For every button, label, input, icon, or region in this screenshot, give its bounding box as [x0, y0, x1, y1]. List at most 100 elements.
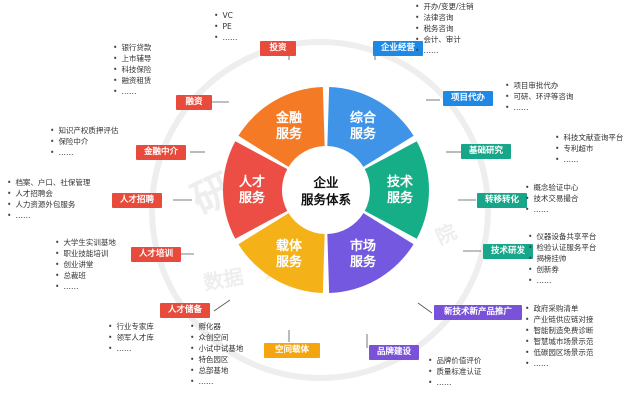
list-item: 大学生实训基地: [55, 237, 116, 248]
list-item: 孵化器: [190, 321, 243, 332]
tag-investment: 投资: [260, 41, 296, 56]
list-financing: 银行贷款 上市辅导 科技保险 融资租赁 ……: [113, 42, 151, 97]
list-item: 揭榜挂帅: [528, 253, 596, 264]
list-item: 保险中介: [50, 136, 118, 147]
list-item: ……: [505, 102, 573, 113]
list-item: ……: [50, 147, 118, 158]
list-item: ……: [525, 358, 593, 369]
list-item: ……: [528, 275, 596, 286]
list-item: 科技保险: [113, 64, 151, 75]
tag-talent-recruit: 人才招聘: [112, 193, 162, 208]
list-item: 法律咨询: [415, 12, 474, 23]
list-new-tech-promo: 政府采购清单 产业链供应链对接 智能制造免费诊断 智慧城市场景示范 低碳园区场景…: [525, 303, 593, 369]
list-investment: VC PE ……: [214, 10, 237, 43]
list-item: ……: [214, 32, 237, 43]
sector-finance-label: 金融: [275, 110, 302, 126]
list-tech-rd: 仪器设备共享平台 检验认证服务平台 揭榜挂帅 创新券 ……: [528, 231, 596, 286]
center-title: 企业: [312, 175, 339, 190]
sector-comprehensive: [327, 87, 414, 167]
list-item: 仪器设备共享平台: [528, 231, 596, 242]
tag-talent-reserve: 人才储备: [160, 303, 210, 318]
center-title: 服务体系: [301, 192, 352, 207]
list-item: 银行贷款: [113, 42, 151, 53]
list-item: 总部基地: [190, 365, 243, 376]
list-item: 质量标准认证: [428, 366, 481, 377]
tag-finance-intermediary: 金融中介: [136, 145, 186, 160]
sector-talent: [223, 141, 288, 239]
tag-talent-training: 人才培训: [131, 247, 181, 262]
sector-technology-label: 服务: [387, 190, 414, 206]
list-item: ……: [7, 210, 90, 221]
list-item: 产业链供应链对接: [525, 314, 593, 325]
sector-finance: [238, 87, 325, 167]
list-item: 概念验证中心: [525, 182, 578, 193]
list-item: 技术交易撮合: [525, 193, 578, 204]
sector-market-label: 服务: [350, 254, 377, 270]
sector-technology-label: 技术: [387, 174, 413, 190]
tag-project-agency: 项目代办: [443, 91, 493, 106]
list-item: 检验认证服务平台: [528, 242, 596, 253]
list-item: 上市辅导: [113, 53, 151, 64]
list-item: 智慧城市场景示范: [525, 336, 593, 347]
list-item: 行业专家库: [108, 321, 154, 332]
sector-carrier-label: 载体: [276, 238, 303, 254]
list-item: 特色园区: [190, 354, 243, 365]
list-item: 众创空间: [190, 332, 243, 343]
tag-transfer: 转移转化: [477, 193, 527, 208]
list-item: ……: [555, 154, 623, 165]
sector-market-label: 市场: [350, 238, 376, 254]
list-item: 可研、环评等咨询: [505, 91, 573, 102]
list-item: 创业讲堂: [55, 259, 116, 270]
tag-financing: 融资: [176, 95, 212, 110]
list-item: 项目审批代办: [505, 80, 573, 91]
watermark-ring: [149, 39, 491, 381]
list-item: 融资租赁: [113, 75, 151, 86]
sector-talent-label: 人才: [239, 174, 265, 190]
list-item: PE: [214, 21, 237, 32]
list-item: 品牌价值评价: [428, 355, 481, 366]
list-item: 人才招聘会: [7, 188, 90, 199]
list-item: ……: [525, 204, 578, 215]
tag-brand: 品牌建设: [369, 345, 419, 360]
list-project-agency: 项目审批代办 可研、环评等咨询 ……: [505, 80, 573, 113]
list-item: 开办/变更/注销: [415, 1, 473, 12]
sector-finance-label: 服务: [276, 126, 303, 142]
list-item: 专利超市: [555, 143, 623, 154]
list-item: 小试中试基地: [190, 343, 243, 354]
tag-enterprise-ops: 企业经营: [373, 41, 423, 56]
list-item: 领军人才库: [108, 332, 154, 343]
sector-comprehensive-label: 服务: [350, 126, 377, 142]
list-item: 档案、户口、社保管理: [7, 177, 90, 188]
list-talent-training: 大学生实训基地 职业技能培训 创业讲堂 总裁班 ……: [55, 237, 116, 292]
list-item: 创新券: [528, 264, 596, 275]
list-enterprise-ops: 开办/变更/注销 法律咨询 税务咨询 会计、审计 ……: [415, 1, 474, 56]
sector-technology: [364, 141, 429, 239]
list-talent-reserve: 行业专家库 领军人才库 ……: [108, 321, 154, 354]
list-brand: 品牌价值评价 质量标准认证 ……: [428, 355, 481, 388]
list-item: 政府采购清单: [525, 303, 593, 314]
list-item: 人力资源外包服务: [7, 199, 90, 210]
list-item: 知识产权质押评估: [50, 125, 118, 136]
list-item: ……: [415, 45, 474, 56]
list-item: VC: [214, 10, 237, 21]
list-item: 税务咨询: [415, 23, 474, 34]
list-item: ……: [55, 281, 116, 292]
list-item: ……: [113, 86, 151, 97]
sector-carrier: [238, 213, 325, 293]
tag-space-carrier: 空间载体: [264, 343, 320, 358]
list-item: ……: [190, 376, 243, 387]
tag-new-tech-promo: 新技术新产品推广: [434, 305, 522, 320]
sector-comprehensive-label: 综合: [350, 110, 377, 126]
list-finance-intermediary: 知识产权质押评估 保险中介 ……: [50, 125, 118, 158]
sector-talent-label: 服务: [239, 190, 266, 206]
tag-basic-research: 基础研究: [461, 144, 511, 159]
list-item: 低碳园区场景示范: [525, 347, 593, 358]
list-item: 会计、审计: [415, 34, 474, 45]
tag-tech-rd: 技术研发: [483, 244, 533, 259]
list-item: 科技文献查询平台: [555, 132, 623, 143]
sector-market: [327, 213, 414, 293]
list-space-carrier: 孵化器 众创空间 小试中试基地 特色园区 总部基地 ……: [190, 321, 243, 387]
list-item: 总裁班: [55, 270, 116, 281]
